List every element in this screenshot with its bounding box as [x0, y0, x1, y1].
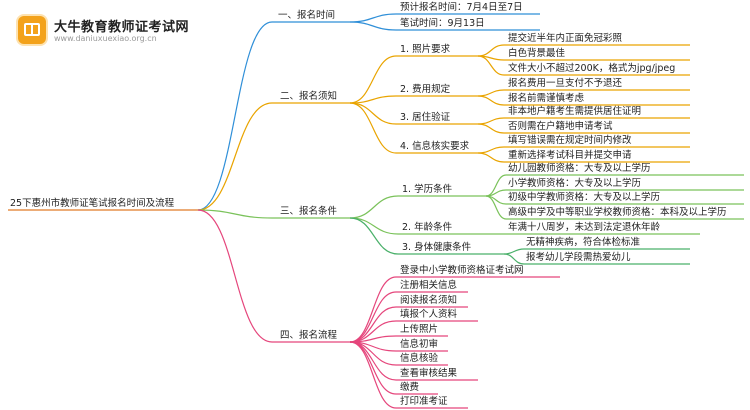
notice-leaf-connector: [477, 123, 505, 134]
notice-leaf-connector: [477, 95, 505, 106]
cond-item: 幼儿园教师资格：大专及以上学历: [508, 163, 651, 174]
flow-leaf-connector: [349, 341, 397, 395]
notice-item: 报名前需谨慎考虑: [508, 93, 585, 104]
notice-sub: 3. 居住验证: [400, 112, 451, 123]
notice-item: 重新选择考试科目并提交申请: [508, 150, 632, 161]
branch-connector-cond: [197, 209, 273, 219]
branch-connector-notice: [197, 102, 273, 211]
flow-step: 上传照片: [400, 324, 439, 335]
flow-step: 填报个人资料: [400, 309, 458, 320]
site-logo: 大牛教育教师证考试网 www.daniuxuexiao.org.cn: [18, 14, 228, 50]
notice-sub: 1. 照片要求: [400, 44, 451, 55]
branch-cond: 三、报名条件: [280, 206, 338, 217]
notice-sub-connector: [349, 102, 397, 154]
time-item: 笔试时间：9月13日: [400, 18, 485, 29]
notice-leaf-connector: [477, 146, 505, 154]
book-icon: [18, 16, 46, 44]
notice-leaf-connector: [477, 44, 505, 57]
notice-leaf-connector: [477, 117, 505, 125]
flow-leaf-connector: [349, 291, 397, 343]
flow-step: 查看审核结果: [400, 368, 458, 379]
cond-sub-connector: [349, 217, 399, 235]
notice-leaf-connector: [477, 89, 505, 97]
time-leaf-connector: [349, 13, 397, 23]
cond-leaf-connector: [503, 248, 525, 255]
notice-item: 提交近半年内正面免冠彩照: [508, 33, 623, 44]
flow-step: 登录中小学教师资格证考试网: [400, 265, 524, 276]
cond-sub: 2. 年龄条件: [402, 222, 453, 233]
cond-item: 初级中学教师资格：大专及以上学历: [508, 192, 661, 203]
cond-sub: 1. 学历条件: [402, 184, 453, 195]
cond-item: 年满十八周岁，未达到法定退休年龄: [508, 222, 661, 233]
notice-item: 填写错误需在规定时间内修改: [508, 135, 632, 146]
notice-item: 非本地户籍考生需提供居住证明: [508, 106, 642, 117]
cond-leaf-connector: [485, 195, 507, 220]
cond-item: 高级中学及中等职业学校教师资格：本科及以上学历: [508, 207, 727, 218]
branch-connector-time: [197, 21, 273, 211]
flow-leaf-connector: [349, 341, 397, 409]
flow-step: 缴费: [400, 382, 420, 393]
notice-sub: 4. 信息核实要求: [400, 141, 470, 152]
logo-title: 大牛教育教师证考试网: [54, 20, 190, 35]
notice-sub-connector: [349, 102, 397, 125]
flow-step: 信息初审: [400, 339, 439, 350]
notice-item: 文件大小不超过200K，格式为jpg/jpeg: [508, 63, 676, 74]
notice-sub-connector: [349, 55, 397, 104]
notice-sub: 2. 费用规定: [400, 84, 451, 95]
notice-item: 报名费用一旦支付不予退还: [508, 78, 623, 89]
time-leaf-connector: [349, 21, 397, 31]
branch-notice: 二、报名须知: [280, 91, 338, 102]
flow-step: 信息核验: [400, 353, 439, 364]
notice-leaf-connector: [477, 152, 505, 163]
cond-leaf-connector: [503, 253, 525, 265]
branch-connector-flow: [197, 209, 273, 343]
notice-leaf-connector: [477, 55, 505, 76]
cond-sub-connector: [349, 217, 399, 255]
logo-url: www.daniuxuexiao.org.cn: [54, 34, 157, 43]
cond-item: 小学教师资格：大专及以上学历: [508, 178, 642, 189]
notice-item: 否则需在户籍地申请考试: [508, 121, 613, 132]
cond-item: 无精神疾病，符合体检标准: [526, 237, 641, 248]
flow-step: 注册相关信息: [400, 280, 458, 291]
cond-sub: 3. 身体健康条件: [402, 242, 472, 253]
branch-time: 一、报名时间: [278, 10, 336, 21]
flow-step: 阅读报名须知: [400, 295, 458, 306]
cond-sub-connector: [349, 195, 399, 219]
time-item: 预计报名时间：7月4日至7日: [400, 2, 523, 13]
notice-item: 白色背景最佳: [508, 48, 566, 59]
mindmap-root: 25下惠州市教师证笔试报名时间及流程: [10, 198, 175, 209]
cond-item: 报考幼儿学段需热爱幼儿: [526, 252, 631, 263]
branch-flow: 四、报名流程: [280, 330, 338, 341]
flow-step: 打印准考证: [400, 396, 448, 407]
